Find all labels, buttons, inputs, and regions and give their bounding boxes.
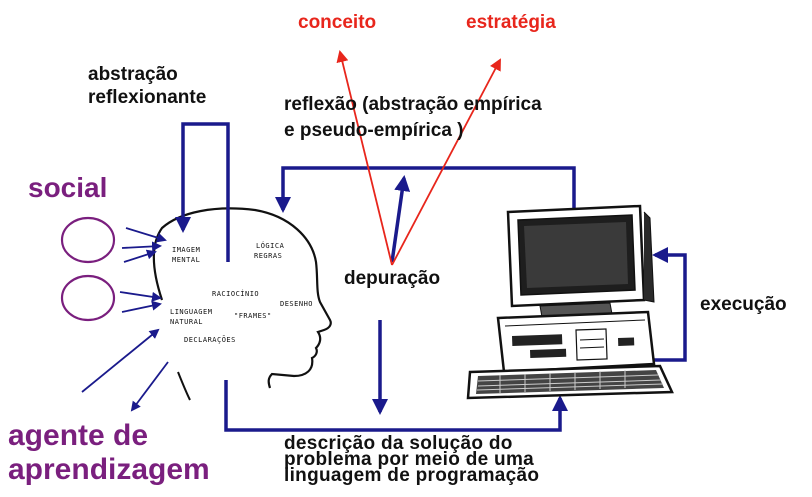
execution-loop-arrow bbox=[648, 247, 687, 362]
abstraction-loop-arrow bbox=[175, 122, 230, 262]
reflection-label-line1: reflexão (abstração empírica bbox=[284, 94, 542, 115]
execution-label: execução bbox=[700, 294, 787, 315]
agent-label-line2: aprendizagem bbox=[8, 453, 210, 486]
abstraction-label-line1: abstração bbox=[88, 64, 178, 85]
head-label-linguagem: LINGUAGEM bbox=[170, 308, 213, 316]
debug-label: depuração bbox=[344, 268, 441, 289]
strategy-label: estratégia bbox=[466, 12, 556, 33]
description-label-line2: problema por meio de uma bbox=[284, 449, 535, 470]
reflection-label-line2: e pseudo-empírica ) bbox=[284, 120, 464, 141]
social-circle-bottom bbox=[60, 274, 116, 322]
program-loop-arrow bbox=[224, 380, 568, 432]
head-label-regras: REGRAS bbox=[254, 252, 283, 260]
computer-illustration bbox=[466, 204, 674, 400]
description-label-line1: descrição da solução do bbox=[284, 433, 513, 454]
description-label-line3: linguagem de programação bbox=[284, 465, 540, 486]
head-label-imagem: IMAGEM bbox=[172, 246, 201, 254]
head-label-raciocinio: RACIOCÍNIO bbox=[212, 290, 260, 298]
social-circle-top bbox=[60, 216, 116, 264]
head-silhouette bbox=[152, 207, 332, 389]
neck-line bbox=[177, 371, 191, 401]
reflection-arrow bbox=[275, 166, 576, 213]
agent-label-line1: agente de bbox=[8, 419, 149, 452]
input-arrows bbox=[81, 227, 169, 412]
debug-up-arrow bbox=[390, 175, 411, 263]
strategy-arrow bbox=[391, 58, 501, 266]
concept-arrow bbox=[336, 50, 393, 266]
head-label-mental: MENTAL bbox=[172, 256, 201, 264]
head-label-natural: NATURAL bbox=[170, 318, 204, 326]
head-label-declaracoes: DECLARAÇÕES bbox=[184, 336, 236, 344]
social-label: social bbox=[28, 172, 108, 203]
head-label-desenho: DESENHO bbox=[280, 300, 314, 308]
abstraction-label-line2: reflexionante bbox=[88, 87, 207, 108]
head-label-frames: "FRAMES" bbox=[234, 312, 272, 320]
concept-label: conceito bbox=[298, 12, 377, 33]
head-label-logica: LÓGICA bbox=[256, 242, 285, 250]
